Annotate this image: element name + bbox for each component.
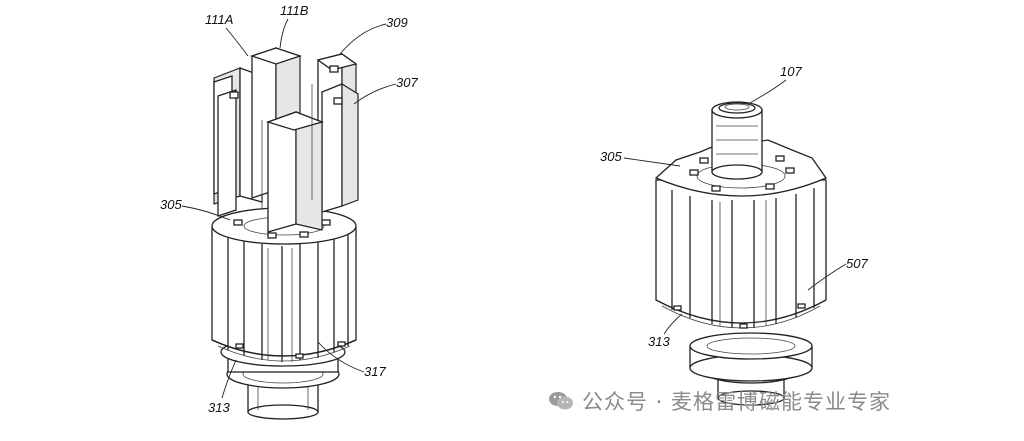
left-rotor-assembly: 111A 111B 309 307 305 317 313: [160, 3, 418, 420]
label-107: 107: [780, 64, 802, 79]
right-rotor-assembly: 107 305 507 313: [600, 64, 868, 406]
label-111b: 111B: [280, 3, 309, 18]
watermark-text: 公众号 · 麦格雷博磁能专业专家: [582, 390, 892, 414]
right-shaft: [711, 101, 763, 180]
label-309: 309: [386, 15, 408, 30]
right-bottom-flange: [689, 332, 813, 406]
left-core-body: [211, 207, 357, 362]
label-317: 317: [364, 364, 386, 379]
label-307: 307: [396, 75, 418, 90]
label-305-right: 305: [600, 149, 622, 164]
label-507: 507: [846, 256, 868, 271]
label-111a: 111A: [205, 12, 233, 27]
label-313-right: 313: [648, 334, 670, 349]
label-313-left: 313: [208, 400, 230, 415]
left-magnet-segments: [213, 47, 359, 233]
watermark: 公众号 · 麦格雷博磁能专业专家: [548, 384, 891, 418]
label-305-left: 305: [160, 197, 182, 212]
wechat-icon: [549, 392, 573, 410]
